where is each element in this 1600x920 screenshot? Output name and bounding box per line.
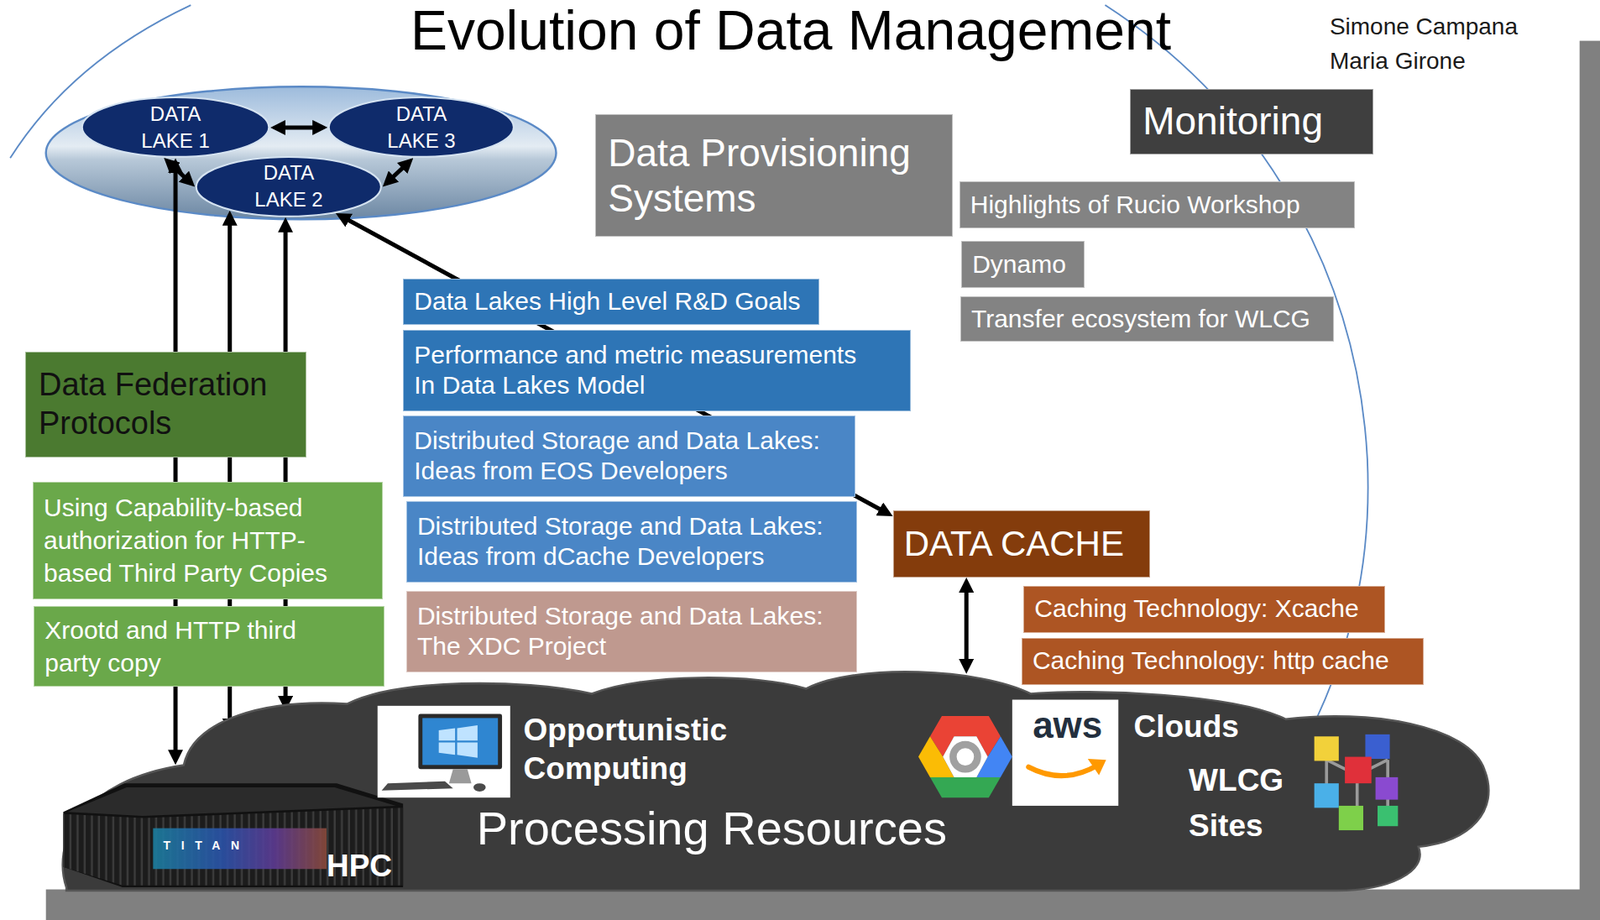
computer-icon — [473, 783, 487, 792]
wlcg-cube-icon — [1344, 757, 1372, 785]
cloud-outline — [62, 672, 1490, 892]
slide-shadow — [1579, 41, 1600, 920]
connector-arrow — [277, 125, 320, 130]
section-header: Monitoring — [1129, 88, 1375, 155]
node-text: Data Federation Protocols — [38, 366, 282, 443]
logo-text: TITAN — [162, 838, 250, 853]
ellipse-outline — [329, 98, 514, 158]
topic-box: Dynamo — [961, 240, 1085, 288]
label-holder: Simone Campana — [1329, 13, 1518, 41]
data-lake-ellipse: DATA LAKE 2 — [194, 156, 383, 218]
author-name: Maria Girone — [1329, 47, 1466, 75]
node-text: Highlights of Rucio Workshop — [970, 190, 1301, 220]
aws-logo — [1087, 758, 1107, 775]
google-cloud-logo — [930, 777, 1001, 798]
connector-arrow — [169, 162, 190, 182]
label-holder: Maria Girone — [1329, 47, 1466, 75]
topic-box: Performance and metric measurements In D… — [402, 329, 911, 412]
text-holder: HPC — [326, 848, 393, 885]
node-text: Caching Technology: Xcache — [1034, 594, 1359, 624]
text-holder: WLCG Sites — [1188, 758, 1292, 848]
label-holder: TITAN — [162, 838, 250, 853]
section-header: DATA CACHE — [893, 510, 1151, 578]
hpc-supercomputer — [62, 783, 403, 888]
computer-icon — [418, 714, 502, 770]
node-text: Xrootd and HTTP third party copy — [44, 613, 347, 680]
node-text: Distributed Storage and Data Lakes: Idea… — [413, 425, 842, 487]
topic-box: Xrootd and HTTP third party copy — [33, 606, 385, 687]
computer-icon — [377, 705, 511, 798]
text-holder: Opportunistic Computing — [523, 711, 742, 790]
cloud-label: Opportunistic Computing — [523, 711, 742, 790]
google-cloud-logo — [952, 744, 978, 769]
aws-logo — [1012, 700, 1119, 806]
connector-arrow — [342, 216, 887, 513]
cloud-label: Processing Resources — [476, 801, 947, 856]
node-text: Distributed Storage and Data Lakes: Idea… — [417, 511, 846, 572]
topic-box: Distributed Storage and Data Lakes: The … — [406, 590, 858, 673]
wlcg-cube-icon — [1364, 734, 1390, 759]
wlcg-cube-icon — [1377, 805, 1398, 827]
text-holder: Processing Resources — [476, 801, 947, 856]
label-holder: aws — [1032, 706, 1103, 744]
topic-box: Using Capability-based authorization for… — [32, 481, 383, 600]
logo-text: aws — [1032, 706, 1103, 744]
wlcg-cube-icon — [1338, 805, 1364, 831]
hpc-supercomputer — [62, 807, 403, 885]
computer-icon — [449, 768, 472, 784]
cloud-label: WLCG Sites — [1188, 758, 1292, 848]
text-holder: Clouds — [1133, 709, 1239, 746]
section-header: Data Federation Protocols — [25, 351, 306, 457]
node-text: Using Capability-based authorization for… — [43, 491, 346, 590]
computer-icon — [422, 717, 498, 765]
topic-box: Highlights of Rucio Workshop — [959, 181, 1356, 229]
topic-box: Caching Technology: Xcache — [1023, 585, 1385, 633]
slide-shadow — [46, 889, 1600, 920]
topic-box: Distributed Storage and Data Lakes: Idea… — [406, 501, 858, 583]
topic-box: Transfer ecosystem for WLCG — [960, 296, 1334, 343]
node-text: Dynamo — [972, 250, 1067, 280]
node-text: Data Lakes High Level R&D Goals — [413, 287, 800, 317]
slide-title: Evolution of Data Management — [410, 0, 1172, 62]
node-text: DATA LAKE 3 — [376, 100, 467, 156]
ellipse-outline — [82, 98, 269, 158]
node-text: Data Provisioning Systems — [607, 130, 925, 222]
node-text: Transfer ecosystem for WLCG — [971, 304, 1311, 335]
computer-icon — [439, 725, 478, 759]
google-cloud-logo — [942, 736, 988, 778]
node-text: DATA LAKE 1 — [130, 100, 221, 156]
computer-icon — [381, 781, 454, 791]
cloud-label: HPC — [326, 848, 393, 885]
aws-logo — [1028, 764, 1099, 776]
wlcg-cube-icon — [1314, 783, 1339, 808]
connector-arrow — [387, 162, 408, 182]
cloud-label: Clouds — [1133, 709, 1239, 746]
wlcg-cube-icon — [1314, 736, 1339, 761]
topic-box: Distributed Storage and Data Lakes: Idea… — [402, 415, 855, 497]
data-lake-ellipse: DATA LAKE 3 — [327, 96, 516, 158]
node-text: DATA CACHE — [904, 523, 1125, 565]
aws-logo — [1012, 700, 1119, 806]
data-lake-ellipse: DATA LAKE 1 — [80, 96, 271, 158]
node-text: DATA LAKE 2 — [243, 159, 335, 215]
topic-box: Caching Technology: http cache — [1021, 637, 1424, 685]
data-lake-region — [46, 86, 557, 220]
author-name: Simone Campana — [1329, 13, 1518, 41]
node-text: Performance and metric measurements In D… — [413, 339, 868, 401]
wlcg-cube-icon — [1375, 777, 1399, 800]
hpc-supercomputer — [62, 783, 403, 888]
topic-box: Data Lakes High Level R&D Goals — [402, 278, 820, 325]
node-text: Distributed Storage and Data Lakes: The … — [417, 601, 846, 662]
hpc-supercomputer — [152, 828, 327, 870]
connector-arrow — [964, 585, 969, 667]
computer-icon — [377, 705, 511, 798]
node-text: Monitoring — [1142, 99, 1323, 144]
node-text: Caching Technology: http cache — [1032, 646, 1390, 676]
section-header: Data Provisioning Systems — [595, 114, 954, 237]
ellipse-outline — [196, 156, 382, 217]
